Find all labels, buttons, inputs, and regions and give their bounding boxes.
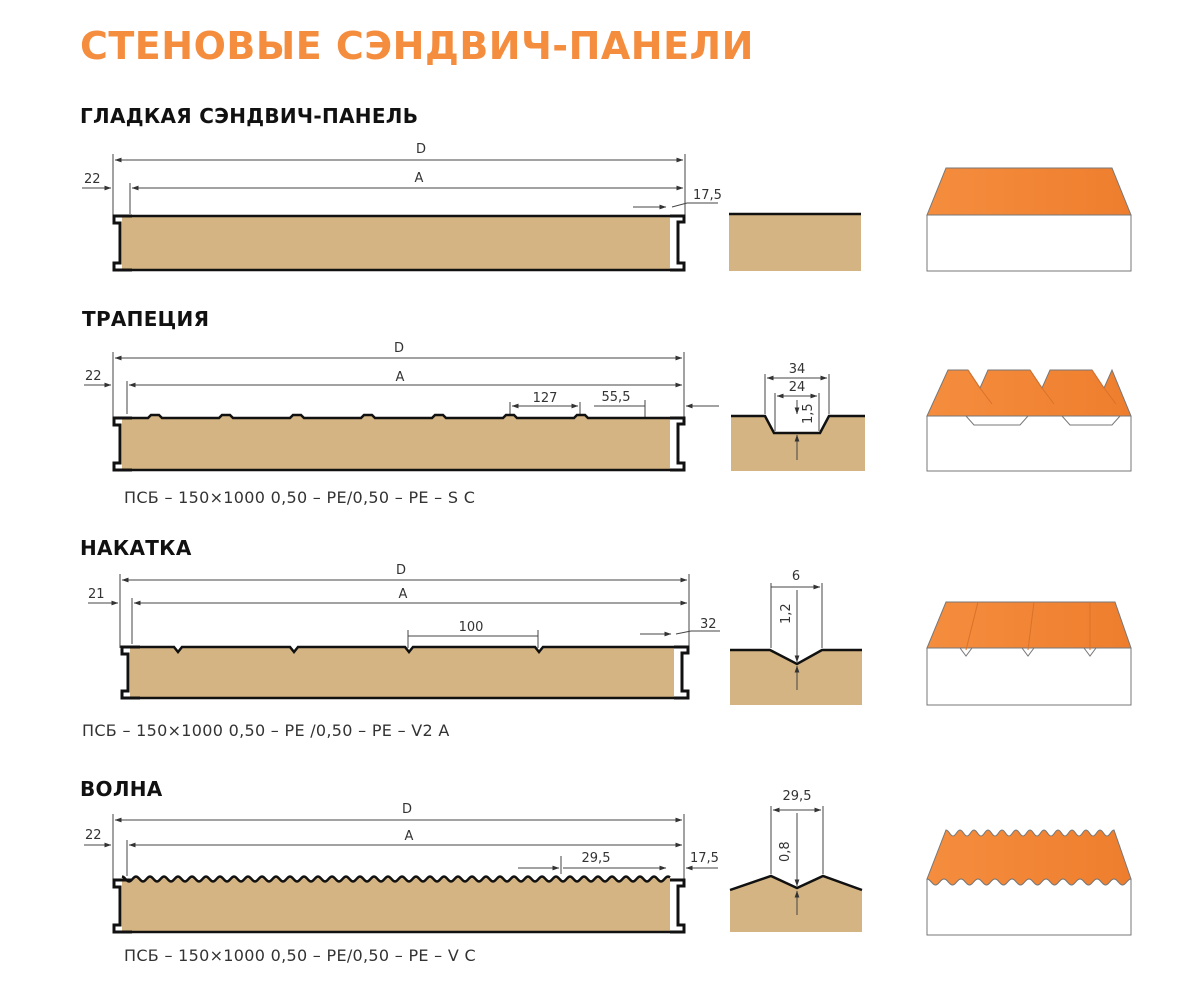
profile-detail — [729, 212, 861, 271]
dimension-lines — [88, 574, 720, 648]
panel-core — [122, 216, 670, 270]
panel-cross-section — [120, 645, 690, 700]
left-lock — [120, 645, 140, 700]
spec-label-v-groove: ПСБ – 150×1000 0,50 – PE /0,50 – PE – V2… — [82, 721, 450, 740]
dim-label-overall: D — [394, 341, 404, 356]
dimension-lines — [84, 814, 718, 880]
panel-core — [130, 647, 674, 698]
profile-detail: 34 24 1,5 — [731, 362, 865, 471]
dim-label-overall: D — [402, 802, 412, 817]
section-title-wave: ВОЛНА — [80, 777, 163, 801]
section-trapezoid: D A 22 127 55,5 34 2 — [84, 341, 1132, 472]
panel-cross-section — [112, 413, 686, 472]
roof-illustration — [926, 601, 1132, 706]
section-title-trapezoid: ТРАПЕЦИЯ — [82, 307, 210, 331]
panel-cross-section — [112, 875, 686, 934]
dim-label-left: 22 — [84, 172, 101, 187]
dim-label-effective: A — [399, 587, 408, 602]
section-smooth: D A 22 17,5 — [82, 142, 1132, 272]
dim-label-overall: D — [396, 563, 406, 578]
wave-profile-line — [121, 875, 671, 883]
dim-label-effective: A — [415, 171, 424, 186]
dim-label-width: 29,5 — [783, 789, 812, 804]
right-lock — [674, 645, 690, 700]
dim-label-left: 22 — [85, 369, 102, 384]
right-lock — [670, 214, 686, 272]
dimension-lines — [84, 352, 719, 418]
right-lock — [670, 416, 686, 472]
panel-core — [122, 415, 670, 470]
dim-label-edge: 55,5 — [602, 390, 631, 405]
dim-label-width: 6 — [792, 569, 800, 584]
roof-illustration — [926, 829, 1132, 936]
left-lock — [112, 214, 132, 272]
dim-label-left: 21 — [88, 587, 105, 602]
dim-label-depth: 1,2 — [779, 603, 794, 624]
dim-label-pitch: 127 — [533, 391, 558, 406]
dim-label-bottom-width: 24 — [789, 380, 806, 395]
profile-detail: 6 1,2 — [730, 569, 862, 705]
dim-label-edge: 32 — [700, 617, 717, 632]
dim-label-effective: A — [405, 829, 414, 844]
panel-core — [122, 876, 670, 932]
spec-label-trapezoid: ПСБ – 150×1000 0,50 – PE/0,50 – PE – S C — [124, 488, 476, 507]
dim-label-overall: D — [416, 142, 426, 157]
page-title: СТЕНОВЫЕ СЭНДВИЧ-ПАНЕЛИ — [80, 24, 754, 68]
dim-label-left: 22 — [85, 828, 102, 843]
dim-label-depth: 1,5 — [801, 403, 816, 424]
dim-label-top-width: 34 — [789, 362, 806, 377]
roof-illustration — [926, 167, 1132, 272]
left-lock — [112, 416, 132, 472]
roof-illustration — [926, 368, 1132, 472]
section-wave: D A 22 29,5 17,5 29,5 0,8 — [84, 789, 1132, 936]
dim-label-edge: 17,5 — [690, 851, 719, 866]
left-lock — [112, 878, 132, 934]
section-v-groove: D A 21 100 32 6 1,2 — [88, 563, 1132, 706]
dim-label-effective: A — [396, 370, 405, 385]
profile-detail: 29,5 0,8 — [729, 789, 863, 932]
dim-label-depth: 0,8 — [778, 841, 793, 862]
section-title-smooth: ГЛАДКАЯ СЭНДВИЧ-ПАНЕЛЬ — [80, 104, 419, 128]
dim-label-edge: 17,5 — [693, 188, 722, 203]
right-lock — [670, 878, 686, 934]
panel-cross-section — [112, 214, 686, 272]
dimension-lines — [82, 154, 718, 218]
dim-label-pitch: 29,5 — [582, 851, 611, 866]
section-title-v-groove: НАКАТКА — [80, 536, 192, 560]
spec-label-wave: ПСБ – 150×1000 0,50 – PE/0,50 – PE – V C — [124, 946, 476, 965]
dim-label-pitch: 100 — [459, 620, 484, 635]
